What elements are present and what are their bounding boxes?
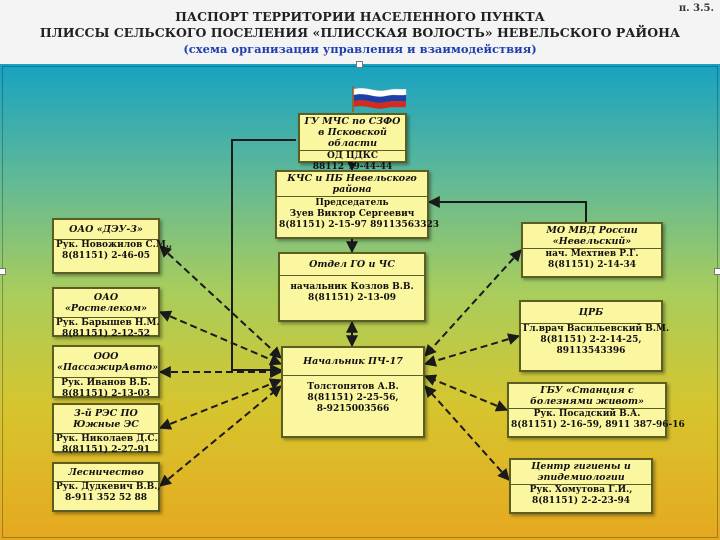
node-rostelecom-phone: 8(81151) 2-12-52: [61, 329, 150, 339]
title-subtitle: (схема организации управления и взаимоде…: [183, 42, 537, 56]
node-leshoz: Лесничество Рук. Дудкевич В.В., 8-911 35…: [52, 462, 161, 512]
node-go-chs-head: начальник Козлов В.В.: [290, 282, 414, 292]
line-crb-pch: [423, 333, 521, 367]
node-dzu3-phone: 8(81151) 2-46-05: [61, 251, 150, 261]
node-mvd-phone: 8(81151) 2-14-34: [547, 260, 636, 270]
node-kchs-title: КЧС и ПБ Невельского района: [277, 172, 427, 197]
title-line-2: ПЛИССЫ СЕЛЬСКОГО ПОСЕЛЕНИЯ «ПЛИССКАЯ ВОЛ…: [39, 25, 681, 40]
node-mvd-title: МО МВД России «Невельский»: [523, 224, 661, 249]
node-kchs-role: Председатель: [315, 198, 389, 208]
node-mchs-phone: 88112 79-44-44: [312, 162, 393, 172]
line-gbu-pch: [423, 374, 509, 412]
node-crb-head: Гл.врач Васильевский В.М.: [523, 324, 670, 334]
node-passazhir-title: ООО «ПассажирАвто»: [54, 347, 158, 378]
node-mchs-title: ГУ МЧС по СЗФО в Псковской области: [300, 115, 405, 151]
node-go-chs-phone: 8(81151) 2-13-09: [307, 293, 396, 303]
slide-header: ПАСПОРТ ТЕРРИТОРИИ НАСЕЛЕННОГО ПУНКТА ПЛ…: [0, 0, 720, 64]
node-center-phone: 8(81151) 2-2-23-94: [531, 496, 630, 506]
node-crb: ЦРБ Гл.врач Васильевский В.М. 8(81151) 2…: [519, 300, 670, 372]
node-res-title: 3-й РЭС ПО Южные ЭС: [54, 405, 158, 434]
resize-handle-right[interactable]: [714, 268, 720, 275]
node-pch17: Начальник ПЧ-17 Толстопятов А.В. 8(81151…: [281, 346, 425, 438]
title-line-1: ПАСПОРТ ТЕРРИТОРИИ НАСЕЛЕННОГО ПУНКТА: [175, 9, 545, 24]
node-rostelecom-title: ОАО «Ростелеком»: [54, 289, 158, 318]
russian-flag-icon: [352, 86, 407, 112]
node-res: 3-й РЭС ПО Южные ЭС Рук. Николаев Д.С. 8…: [52, 403, 160, 455]
line-res-pch: [158, 378, 283, 430]
node-pch17-title: Начальник ПЧ-17: [283, 348, 423, 376]
node-rostelecom-head: Рук. Барышев Н.М.: [56, 318, 160, 328]
node-mvd-head: нач. Мехтиев Р.Г.: [545, 249, 639, 259]
line-center-pch: [424, 385, 510, 481]
node-dzu3: ОАО «ДЭУ-3» Рук. Новожилов С.М., 8(81151…: [52, 218, 173, 274]
node-kchs-phone: 8(81151) 2-15-97 89113563323: [279, 220, 440, 230]
node-crb-phone1: 8(81151) 2-2-14-25,: [540, 335, 642, 345]
node-leshoz-phone: 8-911 352 52 88: [64, 493, 148, 503]
line-mvd-loop: [427, 196, 587, 222]
node-kchs: КЧС и ПБ Невельского района Председатель…: [275, 170, 440, 239]
node-mchs: ГУ МЧС по СЗФО в Псковской области ОД ЦД…: [298, 113, 407, 172]
node-pch17-phone1: 8(81151) 2-25-56,: [307, 393, 399, 403]
resize-handle-top[interactable]: [356, 61, 363, 68]
node-go-chs: Отдел ГО и ЧС начальник Козлов В.В. 8(81…: [278, 252, 426, 322]
node-mchs-sub: ОД ЦДКС: [326, 151, 379, 161]
node-crb-phone2: 89113543396: [556, 346, 626, 356]
line-dzu3-pch: [159, 245, 282, 359]
node-kchs-name: Зуев Виктор Сергеевич: [289, 209, 415, 219]
node-gbu-phone: 8(81151) 2-16-59, 8911 387-96-16: [511, 420, 685, 430]
node-leshoz-title: Лесничество: [54, 464, 158, 482]
node-leshoz-head: Рук. Дудкевич В.В.,: [56, 482, 161, 492]
node-res-phone: 8(81151) 2-27-91: [61, 445, 150, 455]
node-pch17-phone2: 8-9215003566: [316, 404, 390, 414]
node-go-chs-title: Отдел ГО и ЧС: [280, 254, 424, 276]
line-rostelecom-pch: [158, 310, 283, 366]
node-rostelecom: ОАО «Ростелеком» Рук. Барышев Н.М. 8(811…: [52, 287, 160, 339]
page-reference: п. 3.5.: [678, 3, 714, 14]
node-res-head: Рук. Николаев Д.С.: [56, 434, 158, 444]
node-center-title: Центр гигиены и эпидемиологии: [511, 460, 651, 485]
node-dzu3-title: ОАО «ДЭУ-3»: [54, 220, 158, 240]
node-crb-title: ЦРБ: [521, 302, 661, 324]
node-passazhir-phone: 8(81151) 2-13-03: [61, 389, 150, 399]
node-mvd: МО МВД России «Невельский» нач. Мехтиев …: [521, 222, 663, 278]
node-passazhir: ООО «ПассажирАвто» Рук. Иванов В.Б. 8(81…: [52, 345, 160, 399]
node-pch17-name: Толстопятов А.В.: [307, 382, 399, 392]
node-dzu3-head: Рук. Новожилов С.М.,: [56, 240, 173, 250]
node-gbu: ГБУ «Станция с болезнями живот» Рук. Пос…: [507, 382, 685, 438]
node-gbu-title: ГБУ «Станция с болезнями живот»: [509, 384, 665, 409]
line-leshoz-pch: [159, 385, 282, 487]
line-mvd-pch: [424, 249, 522, 357]
node-passazhir-head: Рук. Иванов В.Б.: [61, 378, 151, 388]
node-gbu-head: Рук. Посадский В.А.: [533, 409, 641, 419]
node-center: Центр гигиены и эпидемиологии Рук. Хомут…: [509, 458, 653, 514]
resize-handle-left[interactable]: [0, 268, 6, 275]
node-center-head: Рук. Хомутова Г.И.,: [529, 485, 633, 495]
